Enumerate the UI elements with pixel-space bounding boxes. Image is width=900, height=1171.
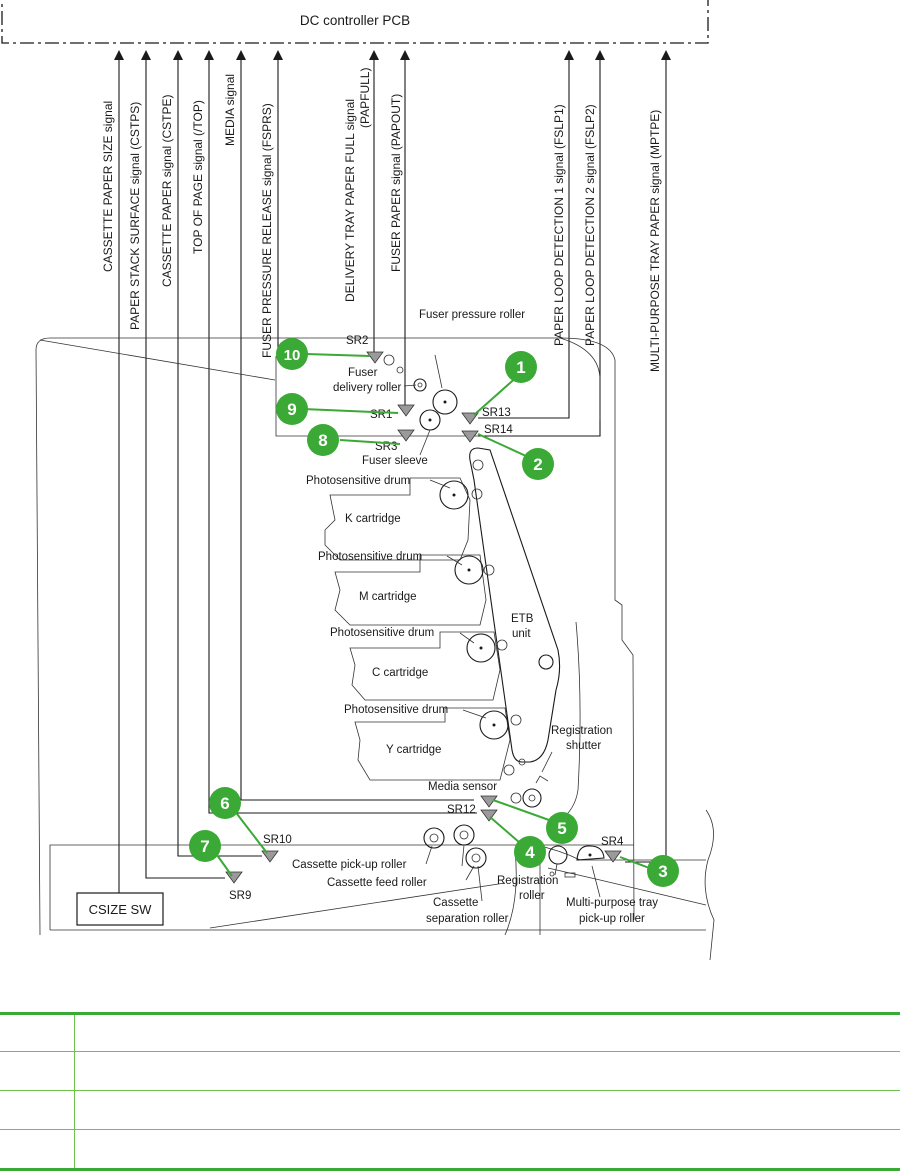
printer-body — [35, 337, 715, 961]
sensor-sr9 — [225, 871, 243, 884]
signal-label-mptpe: MULTI-PURPOSE TRAY PAPER signal (MPTPE) — [648, 110, 662, 372]
label-registration: Registration — [497, 875, 558, 887]
table-row — [0, 1051, 900, 1091]
sensor-sr1 — [397, 404, 415, 417]
callout-9 — [276, 393, 308, 425]
callouts: 1 2 3 4 5 6 7 8 9 10 — [189, 338, 679, 887]
signal-label-fslp1: PAPER LOOP DETECTION 1 signal (FSLP1) — [552, 104, 566, 346]
label-etb-unit: unit — [512, 628, 531, 640]
label-photo-drum-y: Photosensitive drum — [344, 704, 448, 716]
signal-label-cassette-size: CASSETTE PAPER SIZE signal — [101, 101, 115, 272]
callout-3-number: 3 — [658, 862, 667, 881]
callout-7-number: 7 — [200, 837, 209, 856]
label-fuser-delivery-roller: delivery roller — [333, 382, 402, 394]
sensor-sr12 — [480, 809, 498, 822]
signal-label-papfull-code: (PAPFULL) — [358, 68, 372, 128]
callout-10-number: 10 — [284, 347, 301, 364]
label-etb: ETB — [511, 613, 534, 625]
callout-10 — [276, 338, 308, 370]
label-k-cartridge: K cartridge — [345, 513, 401, 525]
csize-sw-label: CSIZE SW — [89, 902, 153, 917]
signal-label-cstpe: CASSETTE PAPER signal (CSTPE) — [160, 95, 174, 288]
label-registration-shutter-2: shutter — [566, 740, 601, 752]
callout-2 — [522, 448, 554, 480]
label-sr4: SR4 — [601, 836, 624, 848]
sensor-labels: SR2 SR1 SR3 SR13 SR14 SR12 SR10 SR9 SR4 — [229, 335, 624, 902]
sensor-sr4 — [604, 850, 622, 863]
label-photo-drum-k: Photosensitive drum — [306, 475, 410, 487]
callout-leaders — [216, 353, 653, 877]
label-c-cartridge: C cartridge — [372, 667, 428, 679]
label-cassette-feed-roller: Cassette feed roller — [327, 877, 427, 889]
signal-label-papfull: DELIVERY TRAY PAPER FULL signal — [343, 99, 357, 302]
sensor-sr13 — [461, 412, 479, 425]
label-sr10: SR10 — [263, 834, 292, 846]
fuser-unit — [383, 354, 458, 456]
callout-6-number: 6 — [220, 794, 229, 813]
signal-labels: CASSETTE PAPER SIZE signal PAPER STACK S… — [101, 68, 662, 372]
callout-6 — [209, 787, 241, 819]
table-row — [0, 1129, 900, 1171]
callout-5 — [546, 812, 578, 844]
callout-1-number: 1 — [516, 358, 525, 377]
callout-9-number: 9 — [287, 400, 296, 419]
label-sr1: SR1 — [370, 409, 392, 421]
callout-8 — [307, 424, 339, 456]
signal-label-fslp2: PAPER LOOP DETECTION 2 signal (FSLP2) — [583, 104, 597, 346]
signal-label-media: MEDIA signal — [223, 74, 237, 146]
cartridges — [324, 477, 511, 781]
sensor-sr2 — [366, 351, 384, 364]
label-fuser-pressure-roller: Fuser pressure roller — [419, 309, 525, 321]
label-m-cartridge: M cartridge — [359, 591, 417, 603]
label-fuser-sleeve: Fuser sleeve — [362, 455, 428, 467]
dc-controller-title: DC controller PCB — [300, 13, 410, 28]
label-photo-drum-c: Photosensitive drum — [330, 627, 434, 639]
label-photo-drum-m: Photosensitive drum — [318, 551, 422, 563]
table-row — [0, 1012, 900, 1052]
dc-controller-pcb-box — [1, 0, 709, 44]
label-media-sensor: Media sensor — [428, 781, 497, 793]
label-sr14: SR14 — [484, 424, 513, 436]
label-sr12: SR12 — [447, 804, 476, 816]
label-mp-pickup-roller: pick-up roller — [579, 913, 645, 925]
sensor-sr3 — [397, 429, 415, 442]
signal-label-fsprs: FUSER PRESSURE RELEASE signal (FSPRS) — [260, 103, 274, 358]
callout-1 — [505, 351, 537, 383]
sensors — [225, 351, 622, 884]
component-labels: Fuser pressure roller Fuser delivery rol… — [292, 309, 658, 925]
signal-wires — [114, 50, 671, 893]
sensor-media — [480, 795, 498, 808]
etb-unit — [469, 447, 581, 821]
table-row — [0, 1090, 900, 1130]
label-separation-roller: separation roller — [426, 913, 509, 925]
sensor-sr14 — [461, 430, 479, 443]
signal-label-top: TOP OF PAGE signal (/TOP) — [191, 100, 205, 254]
label-y-cartridge: Y cartridge — [386, 744, 441, 756]
callout-7 — [189, 830, 221, 862]
callout-2-number: 2 — [533, 455, 542, 474]
label-sr2: SR2 — [346, 335, 368, 347]
label-registration-roller: roller — [519, 890, 545, 902]
sensor-sr10 — [261, 850, 279, 863]
callout-4-number: 4 — [525, 843, 535, 862]
label-sr13: SR13 — [482, 407, 511, 419]
signal-label-papout: FUSER PAPER signal (PAPOUT) — [389, 94, 403, 272]
label-registration-shutter-1: Registration — [551, 725, 612, 737]
legend-table — [0, 1012, 900, 1171]
callout-3 — [647, 855, 679, 887]
paper-path-rollers — [423, 775, 605, 881]
label-fuser: Fuser — [348, 367, 378, 379]
callout-4 — [514, 836, 546, 868]
label-cassette-pickup-roller: Cassette pick-up roller — [292, 859, 407, 871]
signal-label-cstps: PAPER STACK SURFACE signal (CSTPS) — [128, 102, 142, 330]
label-sr9: SR9 — [229, 890, 251, 902]
label-cassette: Cassette — [433, 897, 478, 909]
label-mp-tray: Multi-purpose tray — [566, 897, 658, 909]
callout-5-number: 5 — [557, 819, 566, 838]
paper-path-sensor-diagram: DC controller PCB — [1, 0, 715, 961]
callout-8-number: 8 — [318, 431, 327, 450]
csize-sw-box — [76, 892, 164, 926]
leader-lines — [403, 384, 601, 902]
